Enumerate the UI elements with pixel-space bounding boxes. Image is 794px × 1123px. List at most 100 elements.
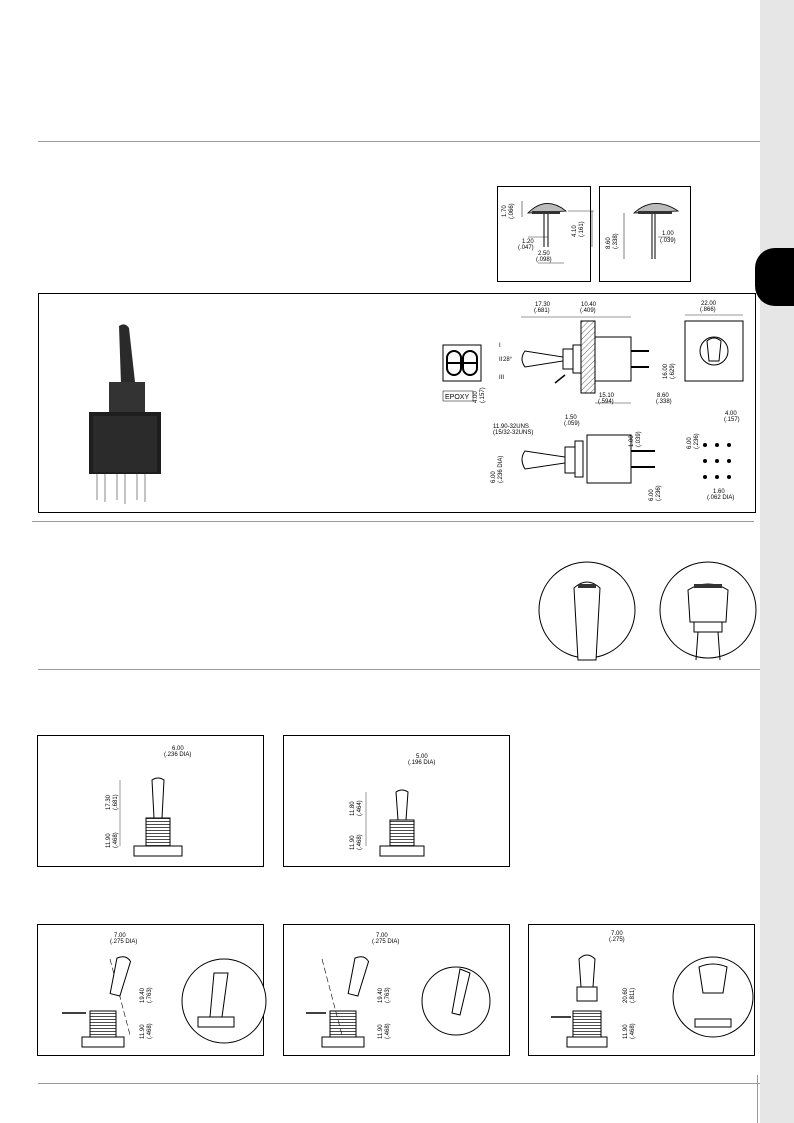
- lever2-dia-in: (.196 DIA): [408, 760, 435, 766]
- switch-photo: [89, 324, 161, 504]
- lever1-h-in: (.681): [113, 794, 119, 810]
- dim-a3-in: (.047): [518, 245, 534, 251]
- lock3-h-in: (.811): [630, 988, 636, 1003]
- dim-600b: 6.00: [649, 489, 655, 501]
- dim-a4-in: (.098): [536, 257, 552, 263]
- dim-a1: 1.70: [502, 205, 508, 217]
- dim-2200-in: (.866): [700, 307, 716, 313]
- dim-600b-in: (.236): [656, 485, 662, 501]
- dim-1730: 17.30: [535, 302, 551, 308]
- dim-1600: 16.00: [663, 363, 669, 379]
- lock-lever-2-svg: 7.00 (.275 DIA) 19.40 (.763) 11.90 (.468…: [306, 933, 491, 1048]
- lock-lever-drawing-2: 7.00 (.275 DIA) 19.40 (.763) 11.90 (.468…: [283, 924, 510, 1056]
- lock2-base-in: (.468): [385, 1023, 391, 1039]
- lock-lever-drawing-3: 7.00 (.275) 20.60 (.811) 11.90 (.468): [528, 924, 755, 1056]
- cap-drawing-a: 1.70 (.066) 4.10 (.161) 1.20 (.047) 2.50…: [502, 201, 594, 264]
- thread-2: (15/32-32UNS): [493, 430, 533, 436]
- dim-600-in: (.236 DIA): [498, 456, 504, 483]
- cap-drawing-b: 8.60 (.338) 1.00 (.039): [606, 203, 680, 259]
- dim-600c: 6.00: [687, 437, 693, 449]
- lock2-h: 19.40: [378, 987, 384, 1003]
- lock2-dia-in: (.275 DIA): [372, 939, 399, 945]
- lever2-dia: 5.00: [416, 754, 428, 760]
- dim-2200: 22.00: [701, 301, 717, 307]
- dim-b2: 1.00: [662, 231, 674, 237]
- lever1-base-in: (.468): [113, 832, 119, 848]
- dim-160-in: (.062 DIA): [707, 495, 734, 501]
- pos-ii: II: [499, 357, 503, 363]
- angle-label: 28°: [503, 357, 513, 363]
- lock1-h-in: (.763): [147, 987, 153, 1003]
- pos-i: I: [499, 343, 501, 349]
- dim-100: 1.00: [629, 435, 635, 447]
- dim-400-in: (.157): [480, 387, 486, 403]
- main-switch-drawing: EPOXY 4.00 (.157) I II III 28° 17.30 (.6…: [38, 293, 756, 513]
- lock1-dia: 7.00: [114, 933, 126, 939]
- dim-1730-in: (.681): [534, 308, 550, 314]
- dim-1040-in: (.409): [580, 308, 596, 314]
- lever1-h: 17.30: [106, 794, 112, 810]
- lever1-dia: 6.00: [172, 746, 184, 752]
- dim-600c-in: (.236): [694, 433, 700, 449]
- lever1-base: 11.90: [106, 833, 112, 848]
- footer-tick: [757, 1075, 758, 1123]
- lever-2-svg: 5.00 (.196 DIA) 11.80 (.464) 11.90 (.468…: [350, 754, 435, 857]
- dim-860: 8.60: [657, 393, 669, 399]
- lock3-base: 11.90: [623, 1024, 629, 1039]
- dim-b1-in: (.338): [613, 233, 619, 249]
- thread-1: 11.90-32UNS: [493, 424, 529, 430]
- lever2-base: 11.90: [350, 835, 356, 850]
- lock2-h-in: (.763): [385, 987, 391, 1003]
- dim-a4: 2.50: [538, 251, 550, 257]
- lock3-base-in: (.468): [630, 1023, 636, 1039]
- dim-b1: 8.60: [606, 237, 612, 249]
- dim-a1-in: (.066): [509, 203, 515, 219]
- dim-a2-in: (.161): [579, 221, 585, 237]
- dim-860-in: (.338): [656, 399, 672, 405]
- divider-bottom: [38, 1083, 760, 1084]
- accessory-drawing-b: 8.60 (.338) 1.00 (.039): [599, 186, 691, 282]
- dim-100-in: (.039): [636, 431, 642, 447]
- dim-1600-in: (.629): [670, 363, 676, 379]
- lock-lever-1-svg: 7.00 (.275 DIA) 19.40 (.763) 11.90 (.468…: [62, 933, 267, 1048]
- lock-lever-drawing-1: 7.00 (.275 DIA) 19.40 (.763) 11.90 (.468…: [37, 924, 267, 1056]
- dim-600: 6.00: [491, 471, 497, 483]
- lever-drawing-2: 5.00 (.196 DIA) 11.80 (.464) 11.90 (.468…: [283, 735, 510, 867]
- lever2-h: 11.80: [350, 801, 356, 816]
- lock2-base: 11.90: [378, 1024, 384, 1039]
- lever2-base-in: (.468): [357, 834, 363, 850]
- lever-1-svg: 6.00 (.236 DIA) 17.30 (.681) 11.90 (.468…: [106, 746, 191, 857]
- lock1-dia-in: (.275 DIA): [110, 939, 137, 945]
- lock1-h: 19.40: [140, 987, 146, 1003]
- dim-1510-in: (.594): [598, 399, 614, 405]
- lock3-h: 20.60: [623, 987, 629, 1003]
- dim-150: 1.50: [565, 415, 577, 421]
- lock-lever-3-svg: 7.00 (.275) 20.60 (.811) 11.90 (.468): [551, 931, 754, 1048]
- dim-1510: 15.10: [599, 393, 615, 399]
- divider-middle: [32, 521, 754, 522]
- dim-150-in: (.059): [564, 421, 580, 427]
- switch-dimension-drawing: EPOXY 4.00 (.157) I II III 28° 17.30 (.6…: [442, 301, 744, 501]
- divider-lower: [38, 669, 760, 670]
- lever2-h-in: (.464): [357, 800, 363, 816]
- lever1-dia-in: (.236 DIA): [164, 752, 191, 758]
- lock1-base: 11.90: [140, 1024, 146, 1039]
- dim-b2-in: (.039): [660, 238, 676, 244]
- lever-tip-details: [538, 561, 757, 661]
- dim-a2: 4.10: [572, 225, 578, 237]
- dim-400b: 4.00: [725, 411, 737, 417]
- section-tab-marker: [755, 248, 794, 306]
- dim-400b-in: (.157): [724, 417, 740, 423]
- page-sidebar: [760, 0, 794, 1123]
- dim-1040: 10.40: [581, 302, 597, 308]
- epoxy-label: EPOXY: [445, 394, 469, 401]
- lever-drawing-1: 6.00 (.236 DIA) 17.30 (.681) 11.90 (.468…: [37, 735, 264, 867]
- divider-top: [38, 141, 760, 142]
- pos-iii: III: [499, 375, 504, 381]
- lock2-dia: 7.00: [376, 933, 388, 939]
- dim-a3: 1.20: [522, 239, 534, 245]
- dim-400: 4.00: [473, 391, 479, 403]
- lock1-base-in: (.468): [147, 1023, 153, 1039]
- accessory-drawing-a: 1.70 (.066) 4.10 (.161) 1.20 (.047) 2.50…: [497, 186, 594, 282]
- dim-160: 1.60: [713, 489, 725, 495]
